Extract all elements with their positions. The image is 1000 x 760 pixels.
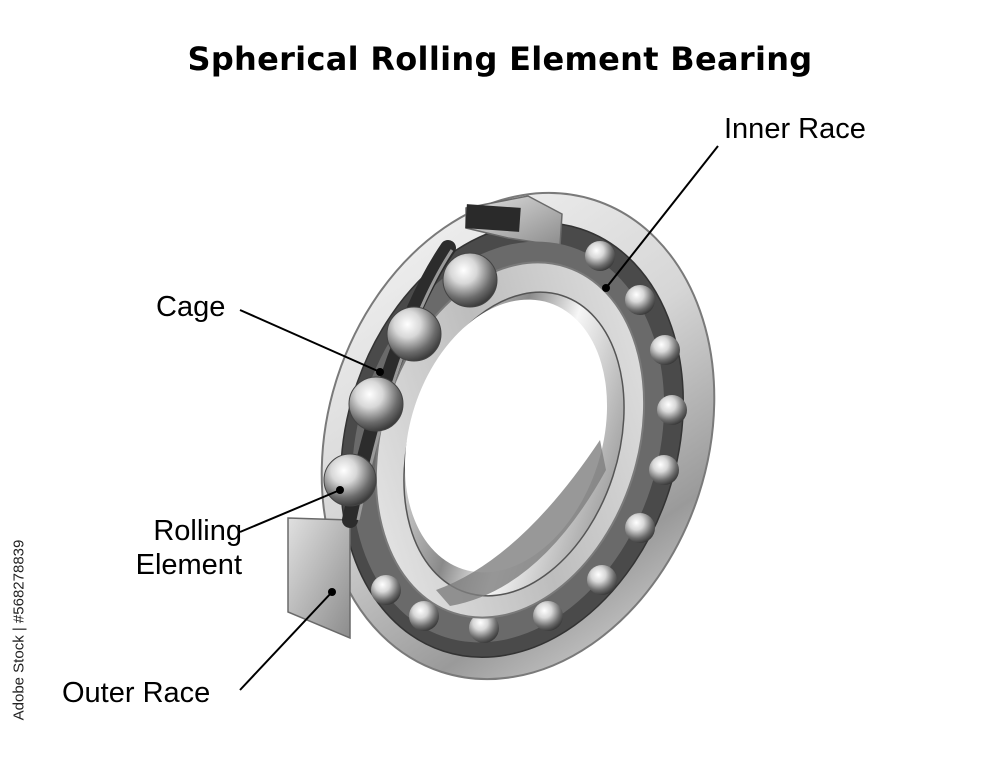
outer-race-cut-face (287, 517, 351, 640)
leader-outer-race (239, 591, 333, 691)
label-rolling-element-line2: Element (135, 549, 242, 581)
rolling-elements-front (323, 252, 498, 507)
stock-id-watermark: Adobe Stock | #568278839 (6, 520, 32, 740)
leader-dot-cage (376, 368, 384, 376)
diagram-title: Spherical Rolling Element Bearing (187, 40, 813, 78)
label-outer-race: Outer Race (62, 677, 211, 709)
label-inner-race: Inner Race (724, 113, 866, 145)
leader-dot-rolling-element (336, 486, 344, 494)
label-rolling-element-line1: Rolling (153, 515, 242, 547)
leader-dot-outer-race (328, 588, 336, 596)
stock-id-text: Adobe Stock | #568278839 (10, 539, 28, 721)
rolling-elements-rear (371, 241, 687, 643)
inner-race (374, 261, 646, 619)
leader-lines (239, 145, 719, 691)
leader-rolling-element (239, 489, 341, 533)
leader-dot-inner-race (602, 284, 610, 292)
label-rolling-element: Rolling Element (112, 514, 242, 582)
leader-cage (239, 309, 381, 373)
label-cage: Cage (156, 291, 226, 323)
leader-inner-race (605, 145, 719, 289)
